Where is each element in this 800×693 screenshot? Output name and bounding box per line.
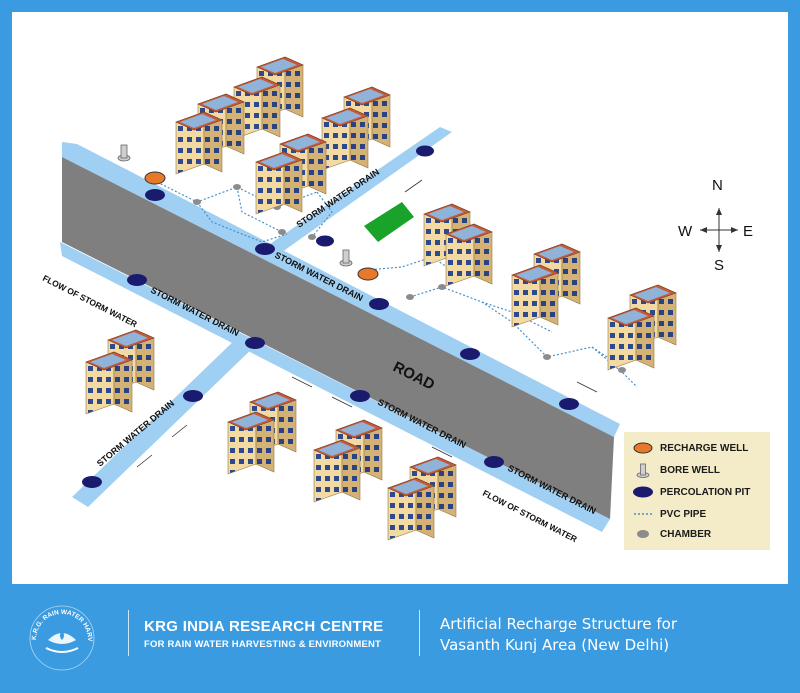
compass-icon: N S E W [678, 177, 753, 274]
recharge-well [357, 267, 379, 281]
legend-label: PERCOLATION PIT [660, 486, 751, 498]
storm-drain-upper [62, 142, 620, 437]
chamber-icon [632, 526, 654, 542]
percolation-pit [316, 235, 334, 247]
chamber [233, 184, 241, 190]
chamber [193, 199, 201, 205]
footer-divider [128, 610, 129, 656]
org-subtitle: FOR RAIN WATER HARVESTING & ENVIRONMENT [144, 639, 382, 650]
legend-item-percolation-pit: PERCOLATION PIT [632, 484, 750, 500]
diagram-title-line2: Vasanth Kunj Area (New Delhi) [440, 636, 670, 654]
pvc-pipe-icon [632, 506, 654, 522]
percolation-pit [255, 243, 275, 255]
legend-item-pvc-pipe: PVC PIPE [632, 506, 706, 522]
compass-e: E [743, 223, 753, 240]
bore-well-icon [632, 462, 654, 478]
chamber [543, 354, 551, 360]
storm-drain-south [72, 335, 258, 507]
legend-item-chamber: CHAMBER [632, 526, 711, 542]
recharge-well [144, 171, 166, 185]
legend-label: PVC PIPE [660, 508, 707, 520]
percolation-pit [369, 298, 389, 310]
legend-label: CHAMBER [660, 528, 712, 540]
compass-s: S [714, 257, 724, 274]
chamber [278, 229, 286, 235]
road [62, 157, 614, 519]
compass-w: W [678, 223, 693, 240]
foundation-logo-icon: K.R.G. RAIN WATER HARVESTING FOUNDATION [19, 591, 102, 676]
legend: RECHARGE WELL BORE WELL PERCOLATION PIT … [624, 432, 770, 550]
legend-label: RECHARGE WELL [660, 442, 749, 454]
recharge-diagram: STORM WATER DRAIN STORM WATER DRAIN STOR… [41, 56, 753, 544]
legend-item-recharge-well: RECHARGE WELL [632, 440, 748, 456]
chambers [193, 184, 626, 373]
storm-drain-lower [60, 242, 610, 532]
percolation-pit [460, 348, 480, 360]
chamber [308, 234, 316, 240]
recharge-well-icon [632, 440, 654, 456]
chamber [618, 367, 626, 373]
percolation-pit-icon [632, 484, 654, 500]
percolation-pit [416, 145, 434, 157]
storm-drain-north [267, 127, 452, 252]
legend-label: BORE WELL [660, 464, 720, 476]
bore-wells [117, 144, 353, 267]
bore-well [117, 144, 131, 162]
chamber [438, 284, 446, 290]
percolation-pit [183, 390, 203, 402]
recharge-wells [144, 171, 379, 281]
flow-arrows [136, 179, 598, 468]
legend-item-bore-well: BORE WELL [632, 462, 720, 478]
footer-divider [419, 610, 420, 656]
footer: K.R.G. RAIN WATER HARVESTING FOUNDATION … [12, 590, 788, 681]
compass-n: N [712, 177, 723, 194]
diagram-title-line1: Artificial Recharge Structure for [440, 615, 677, 633]
green-patch [364, 202, 414, 242]
percolation-pit [350, 390, 370, 402]
percolation-pit [484, 456, 504, 468]
percolation-pit [82, 476, 102, 488]
percolation-pit [127, 274, 147, 286]
percolation-pit [559, 398, 579, 410]
diagram-panel: STORM WATER DRAIN STORM WATER DRAIN STOR… [12, 12, 788, 584]
org-name: KRG INDIA RESEARCH CENTRE [144, 618, 384, 635]
bore-well [339, 249, 353, 267]
chamber [406, 294, 414, 300]
percolation-pit [145, 189, 165, 201]
percolation-pit [245, 337, 265, 349]
percolation-pits [82, 145, 579, 488]
